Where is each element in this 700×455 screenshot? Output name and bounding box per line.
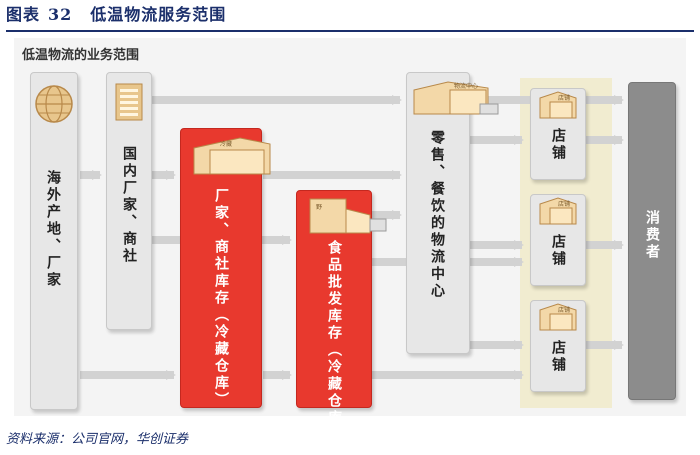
figure-label: 图表	[6, 5, 41, 24]
store-label-3: 店铺	[550, 340, 566, 374]
logistics-center-label: 零售、餐饮的物流中心	[429, 130, 445, 300]
svg-text:店铺: 店铺	[558, 306, 570, 314]
figure-title: 图表 32 低温物流服务范围	[6, 4, 226, 26]
store-icon: 店铺	[539, 303, 577, 331]
store-label-2: 店铺	[550, 234, 566, 268]
logistics-center-box	[406, 72, 470, 354]
svg-text:野: 野	[316, 203, 322, 211]
consumer-box	[628, 82, 676, 400]
domestic-label: 国内厂家、商社	[121, 146, 137, 265]
store-label-1: 店铺	[550, 128, 566, 162]
diagram-title: 低温物流的业务范围	[22, 48, 140, 63]
figure-number: 32	[48, 5, 73, 24]
globe-icon	[35, 85, 73, 123]
warehouse-icon: 野	[309, 198, 387, 234]
cold-storage-icon: 冷藏	[193, 137, 271, 175]
logistics-center-icon-text: 物流中心	[454, 82, 478, 90]
factory-storage-label: 厂家、商社库存（冷藏仓库）	[213, 188, 229, 409]
factory-storage-box	[180, 128, 262, 408]
logistics-center-icon: 物流中心	[413, 81, 499, 115]
consumer-label: 消费者	[644, 210, 660, 261]
figure-title-text: 低温物流服务范围	[90, 5, 227, 24]
source-note: 资料来源：公司官网，华创证券	[6, 432, 189, 447]
svg-text:店铺: 店铺	[558, 200, 570, 208]
food-wholesale-label: 食品批发库存（冷藏仓库）	[326, 240, 342, 444]
origin-label: 海外产地、厂家	[45, 170, 61, 289]
title-rule	[6, 30, 694, 32]
building-icon	[115, 83, 143, 121]
store-icon: 店铺	[539, 197, 577, 225]
store-icon: 店铺	[539, 91, 577, 119]
origin-box	[30, 72, 78, 410]
svg-text:店铺: 店铺	[558, 94, 570, 102]
cold-storage-text: 冷藏	[220, 140, 232, 148]
